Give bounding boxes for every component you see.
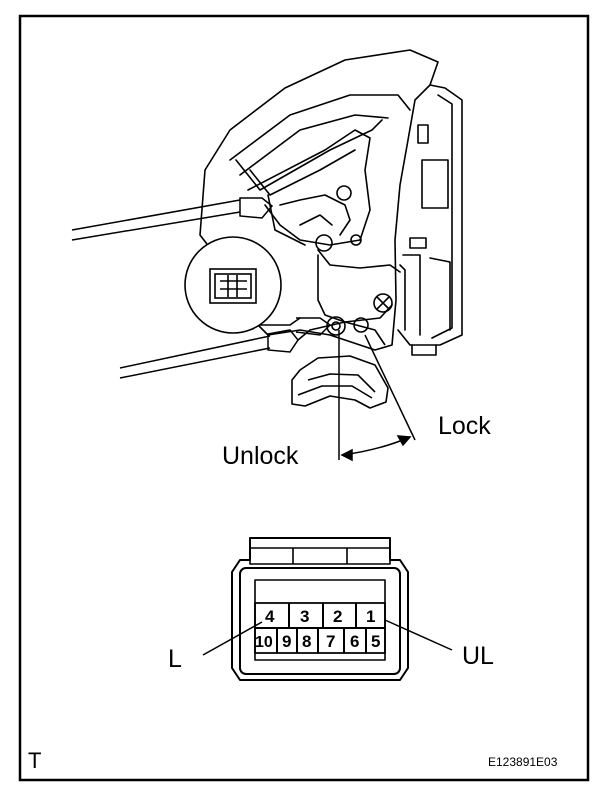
lock-label: Lock [438,412,491,440]
pin-number: 3 [300,607,309,626]
pin-number: 2 [333,607,342,626]
pin-number: 1 [366,607,375,626]
pin-number: 9 [282,632,291,651]
figure-border [18,14,590,782]
corner-mark: T [28,748,41,773]
rotation-indicator [338,330,416,462]
control-cables [71,197,332,379]
pin-number: 7 [326,632,335,651]
pin-number: 5 [371,632,380,651]
lock-lever [291,316,389,409]
pin-number: 8 [302,632,311,651]
pin-number: 6 [350,632,359,651]
pin-number: 10 [255,634,273,651]
figure-code: E123891E03 [488,755,558,769]
pin-number: 4 [265,607,275,626]
unlock-label: Unlock [222,442,299,470]
terminal-leaders [202,619,453,656]
door-lock-assembly [199,49,463,356]
terminal-l-label: L [168,645,182,673]
terminal-ul-label: UL [462,642,494,670]
connector-face [231,537,409,681]
actuator-connector-port [184,236,282,334]
